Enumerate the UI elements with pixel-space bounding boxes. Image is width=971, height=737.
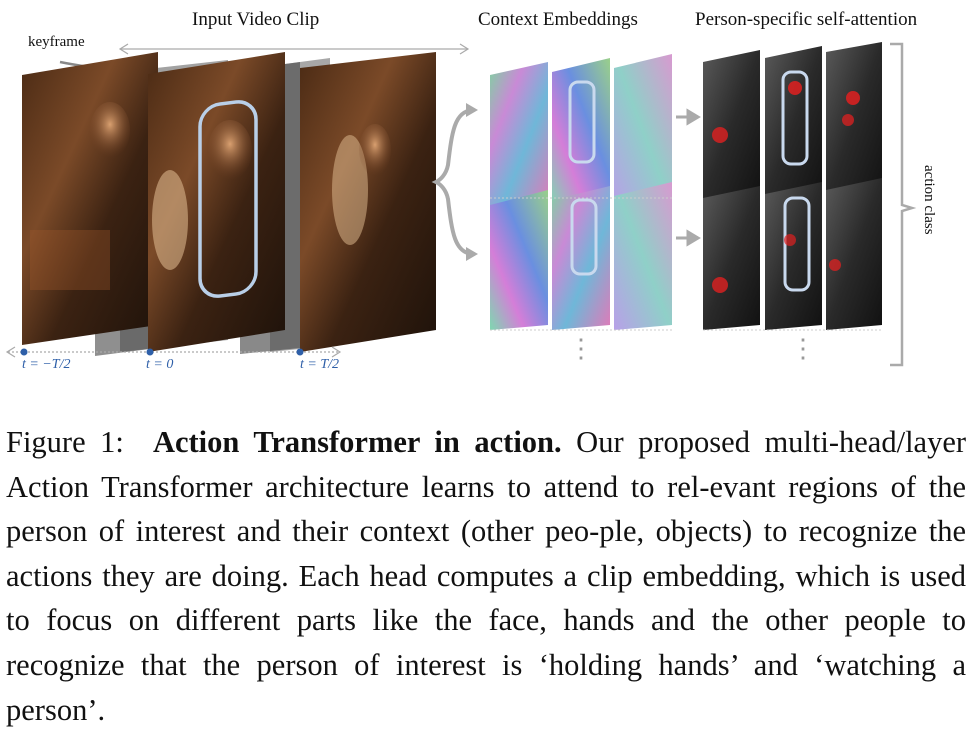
brace-left xyxy=(431,108,473,256)
caption-bold-title: Action Transformer in action. xyxy=(152,425,562,459)
header-input-video-clip: Input Video Clip xyxy=(192,9,320,30)
figure-caption: Figure 1: Action Transformer in action. … xyxy=(6,420,966,732)
tick-dot-zero xyxy=(146,348,154,356)
time-span-arrow-top xyxy=(118,43,470,55)
caption-prefix: Figure 1: xyxy=(6,425,124,459)
tick-label-zero: t = 0 xyxy=(146,357,174,372)
keyframe-label: keyframe xyxy=(28,34,85,50)
brace-right xyxy=(890,42,917,367)
video-frame-stack xyxy=(22,52,436,356)
context-embeddings xyxy=(490,54,672,331)
ellipsis-attention: ⋮ xyxy=(790,334,816,363)
header-person-attention: Person-specific self-attention xyxy=(695,9,918,30)
header-context-embeddings: Context Embeddings xyxy=(478,9,638,30)
ellipsis-context: ⋮ xyxy=(568,334,594,363)
figure-diagram xyxy=(5,42,917,367)
time-axis xyxy=(5,346,342,358)
tick-label-start: t = −T/2 xyxy=(22,357,71,372)
attention-maps xyxy=(703,42,882,331)
caption-text: Our proposed multi-head/layer Action Tra… xyxy=(6,425,967,727)
tick-label-end: t = T/2 xyxy=(300,357,340,372)
figure: Input Video Clip Context Embeddings Pers… xyxy=(5,9,937,372)
embedding-to-attention-arrows xyxy=(676,108,701,247)
tick-dot-end xyxy=(296,348,304,356)
tick-dot-start xyxy=(20,348,28,356)
action-class-label: action class xyxy=(921,165,937,235)
